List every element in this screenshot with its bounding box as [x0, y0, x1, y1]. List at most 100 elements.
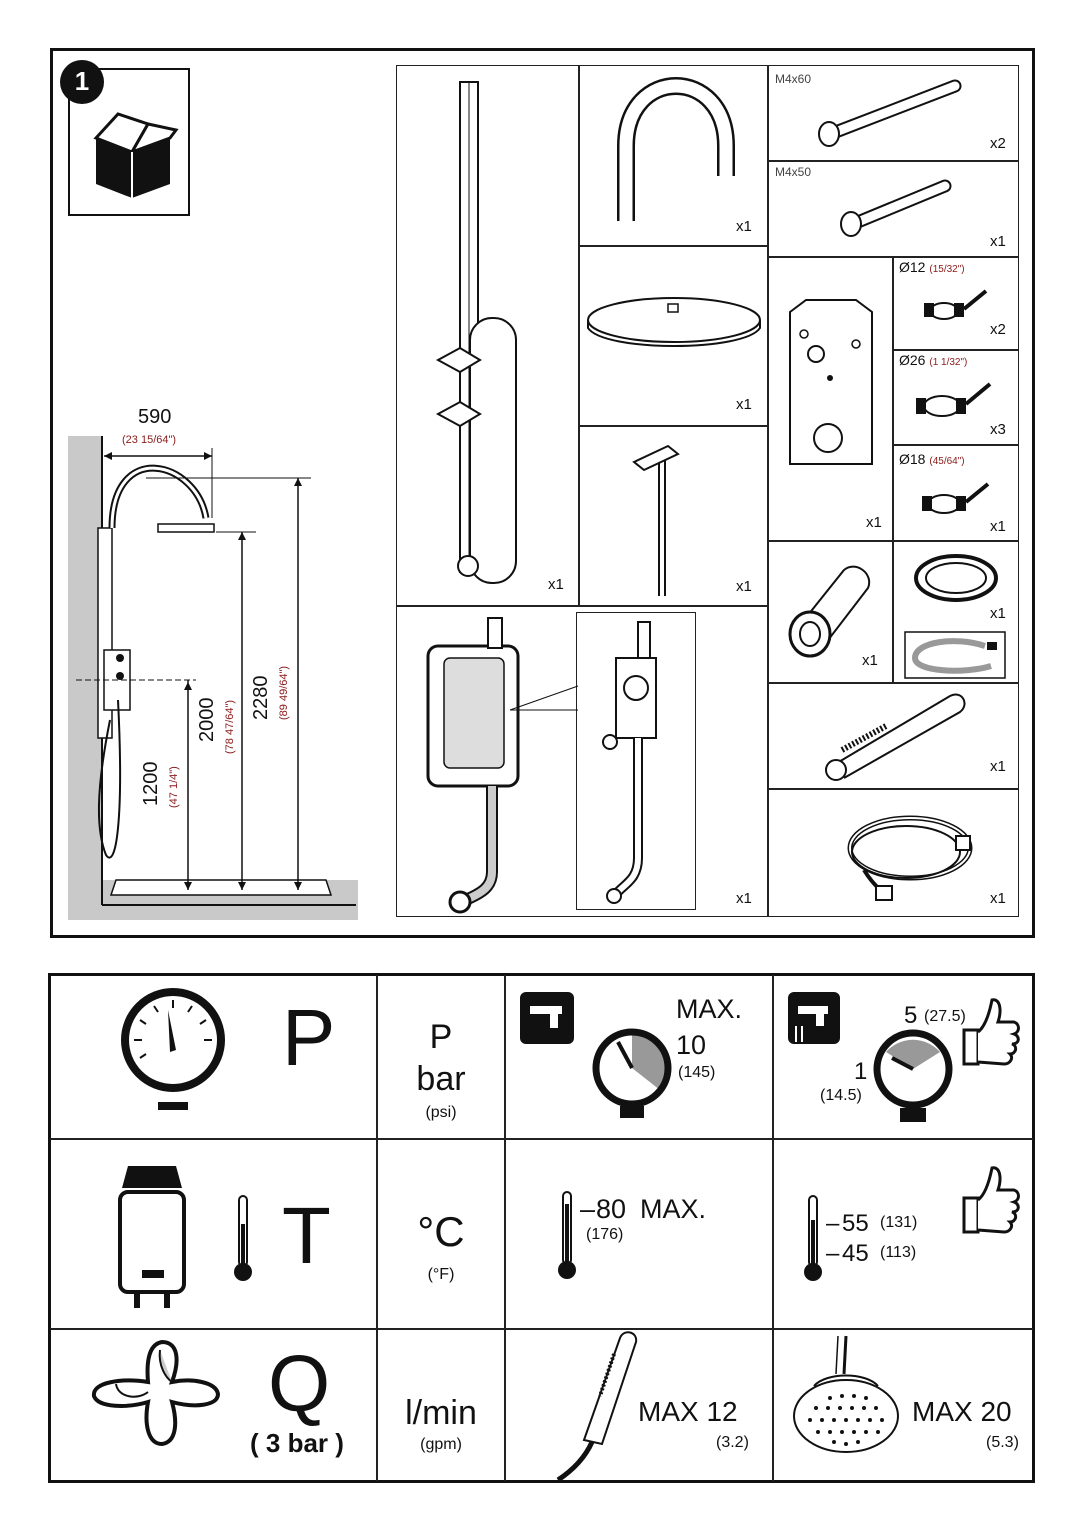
- max-pressure-gauge-icon: [592, 1028, 672, 1118]
- parts-grid: [396, 65, 1019, 917]
- clip12-mm: Ø12: [899, 259, 926, 275]
- parts-frame: [50, 48, 1035, 938]
- clip-12-icon: [924, 289, 988, 320]
- installation-diagram: [68, 436, 358, 920]
- rec-pressure-high-alt: (27.5): [924, 1008, 966, 1025]
- seal-ring-detail-icon: [904, 631, 1006, 679]
- table-line: [504, 975, 506, 1481]
- adapter-qty: x1: [862, 652, 878, 669]
- pressure-symbol: P: [282, 993, 336, 1082]
- thermometer-icon: [234, 1195, 252, 1281]
- hose-qty: x1: [990, 890, 1006, 907]
- flow-pressure-note: ( 3 bar ): [250, 1428, 344, 1458]
- pressure-unit-main: bar: [416, 1060, 466, 1098]
- screw-m4x50-icon: [840, 179, 952, 237]
- max-temp-value: 80: [596, 1194, 627, 1224]
- grid-line: [767, 256, 1019, 258]
- head-max-flow: MAX 20: [912, 1396, 1012, 1427]
- rec-pressure-high: 5: [904, 1002, 918, 1029]
- grid-line: [892, 256, 894, 682]
- grid-line: [767, 682, 1019, 684]
- grid-line: [767, 160, 1019, 162]
- grid-line: [396, 605, 768, 607]
- box-panel: [68, 68, 190, 216]
- clip26-in: (1 1/32"): [929, 357, 968, 368]
- shower-head-icon: [587, 297, 761, 347]
- clip18-in: (45/64"): [929, 456, 965, 467]
- step-number: 1: [74, 66, 90, 96]
- clip26-mm: Ø26: [899, 352, 926, 368]
- rec-pressure-low-alt: (14.5): [820, 1087, 862, 1104]
- grid-line: [578, 425, 768, 427]
- grid-line: [767, 788, 1019, 790]
- step-badge: [60, 60, 104, 104]
- hand-max-flow-alt: (3.2): [716, 1434, 749, 1451]
- valve-qty: x1: [736, 890, 752, 907]
- clip26-qty: x3: [990, 421, 1006, 438]
- head-shower-flow-icon: [793, 1335, 899, 1453]
- screw2-label: M4x50: [775, 165, 812, 179]
- rec-temp-high-tick: –: [826, 1210, 840, 1237]
- table-line: [50, 1138, 1033, 1140]
- pressure-unit-p: P: [429, 1018, 453, 1056]
- flow-symbol: Q: [268, 1339, 331, 1428]
- h3-mm-label: 1200: [140, 761, 162, 807]
- h1-in-label: (89 49/64"): [278, 665, 290, 720]
- clip12-in: (15/32"): [929, 264, 965, 275]
- rail-qty: x1: [548, 576, 564, 593]
- grid-line: [578, 245, 768, 247]
- temperature-unit-alt: (°F): [427, 1266, 455, 1283]
- h2-mm-label: 2000: [196, 697, 218, 743]
- shower-hose-icon: [847, 815, 973, 901]
- tap-shower-icon: [788, 992, 840, 1044]
- recommended-pressure-gauge-icon: [873, 1029, 953, 1122]
- key-qty: x1: [736, 578, 752, 595]
- max-pressure-alt: (145): [678, 1064, 716, 1081]
- width-in-label: (23 15/64"): [122, 434, 177, 446]
- h1-dimension: 2280: [250, 676, 273, 721]
- max-pressure-value: 10: [676, 1030, 707, 1060]
- pressure-gauge-icon: [121, 988, 225, 1110]
- table-line: [376, 975, 378, 1481]
- clip-18-icon: [922, 482, 990, 514]
- grid-line: [892, 349, 1019, 351]
- shower-arm-icon: [617, 77, 735, 221]
- package-box-icon: [93, 112, 179, 198]
- grid-line: [767, 65, 769, 917]
- table-line: [50, 1328, 1033, 1330]
- hand-shower-icon: [825, 693, 966, 781]
- adapter-icon: [788, 565, 871, 658]
- clip26-label: Ø26 (1 1/32"): [899, 352, 967, 368]
- max-temp-alt: (176): [586, 1226, 624, 1243]
- ring-qty: x1: [990, 605, 1006, 622]
- max-temp-label: MAX.: [640, 1194, 707, 1224]
- flow-unit-main: l/min: [405, 1394, 477, 1432]
- clip-26-icon: [916, 382, 992, 417]
- rec-temp-low-alt: (113): [880, 1244, 917, 1261]
- rec-pressure-low: 1: [854, 1058, 868, 1085]
- flow-unit-alt: (gpm): [420, 1436, 462, 1453]
- thermometer-max-icon: [558, 1191, 576, 1279]
- table-line: [772, 975, 774, 1481]
- head-max-flow-alt: (5.3): [986, 1434, 1019, 1451]
- thumbs-up-icon: [962, 1166, 1020, 1234]
- rec-temp-low: 45: [842, 1240, 869, 1267]
- h3-in-label: (47 1/4"): [168, 766, 180, 808]
- clip18-qty: x1: [990, 518, 1006, 535]
- clip12-qty: x2: [990, 321, 1006, 338]
- pressure-unit-alt: (psi): [425, 1104, 457, 1121]
- seal-ring-icon: [914, 554, 998, 602]
- temperature-symbol: T: [282, 1191, 331, 1280]
- grid-line: [578, 65, 580, 605]
- head-qty: x1: [736, 396, 752, 413]
- h2-in-label: (78 47/64"): [224, 699, 236, 754]
- h1-mm-label: 2280: [250, 675, 272, 721]
- screw2-qty: x1: [990, 233, 1006, 250]
- thumbs-up-icon: [962, 998, 1020, 1066]
- cover-plate-icon: [789, 299, 873, 465]
- screw1-qty: x2: [990, 135, 1006, 152]
- hand-shower-flow-icon: [556, 1331, 638, 1483]
- hand-max-flow: MAX 12: [638, 1396, 738, 1427]
- temperature-unit-main: °C: [417, 1208, 465, 1255]
- handshower-qty: x1: [990, 758, 1006, 775]
